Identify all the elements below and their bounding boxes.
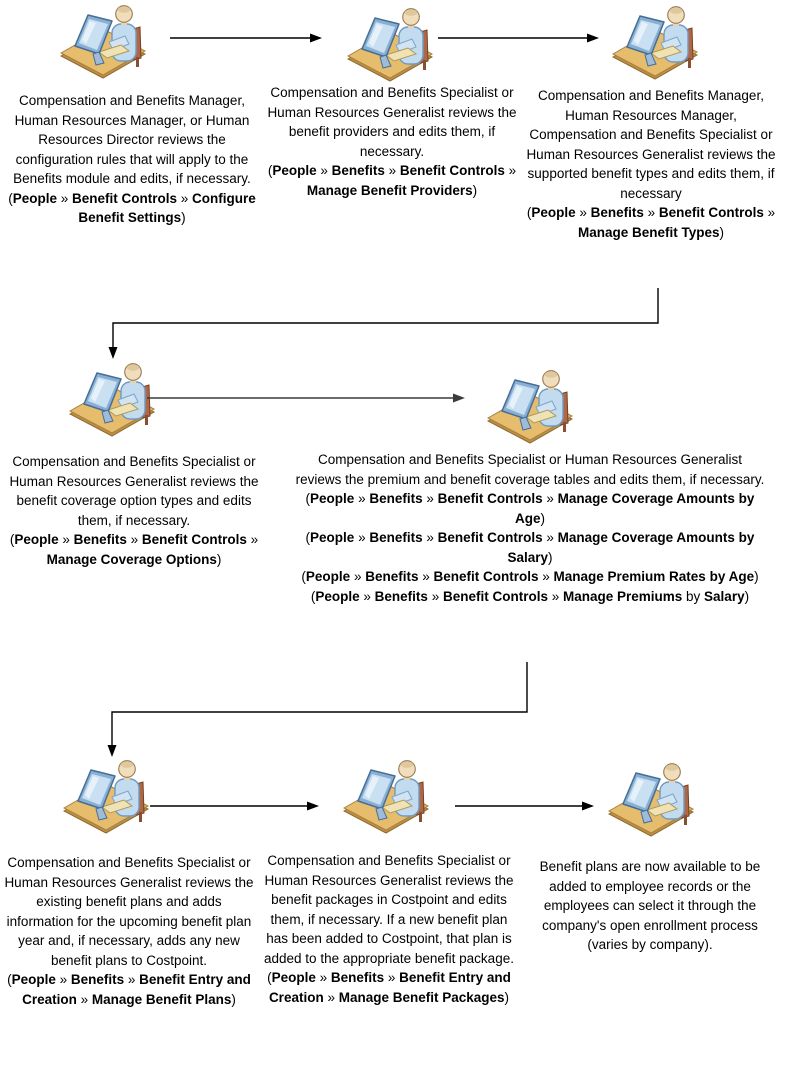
step-menu-path: (People » Benefits » Benefit Controls » … [301, 491, 759, 604]
step-description: Compensation and Benefits Specialist or … [267, 85, 517, 159]
step-description: Compensation and Benefits Specialist or … [4, 855, 254, 968]
arrow-step7-to-step8 [455, 801, 594, 811]
arrow-step4-to-step5 [147, 393, 465, 403]
person-at-computer-icon [64, 360, 160, 438]
person-at-computer-icon [482, 367, 578, 445]
step-menu-path: (People » Benefits » Benefit Entry and C… [7, 972, 251, 1007]
step-menu-path: (People » Benefit Controls » Configure B… [8, 190, 256, 226]
step-menu-path: (People » Benefits » Benefit Entry and C… [267, 970, 511, 1005]
step-description: Compensation and Benefits Specialist or … [295, 452, 765, 487]
flow-step-manage-benefit-providers: Compensation and Benefits Specialist or … [266, 83, 518, 200]
arrow-step6-to-step7 [150, 801, 319, 811]
arrow-step2-to-step3 [438, 33, 599, 43]
arrow-step5-to-step6 [107, 662, 528, 757]
step-description: Benefit plans are now available to be ad… [539, 859, 761, 952]
step-menu-path: (People » Benefits » Benefit Controls » … [9, 532, 259, 567]
flow-step-manage-benefit-plans: Compensation and Benefits Specialist or … [4, 853, 254, 1009]
flow-step-plans-available: Benefit plans are now available to be ad… [524, 857, 776, 955]
flow-step-configure-benefit-settings: Compensation and Benefits Manager, Human… [8, 91, 256, 228]
step-menu-path: (People » Benefits » Benefit Controls » … [267, 163, 517, 198]
step-description: Compensation and Benefits Specialist or … [9, 454, 259, 528]
person-at-computer-icon [603, 760, 699, 838]
step-description: Compensation and Benefits Manager, Human… [526, 88, 776, 201]
step-menu-path: (People » Benefits » Benefit Controls » … [526, 205, 776, 240]
person-at-computer-icon [342, 5, 438, 83]
arrow-step3-to-step4 [108, 288, 659, 359]
person-at-computer-icon [55, 2, 151, 80]
step-description: Compensation and Benefits Manager, Human… [13, 93, 251, 186]
flow-step-manage-benefit-types: Compensation and Benefits Manager, Human… [522, 86, 780, 242]
person-at-computer-icon [338, 757, 434, 835]
flow-step-premium-coverage-tables: Compensation and Benefits Specialist or … [294, 450, 766, 606]
person-at-computer-icon [607, 3, 703, 81]
flow-step-manage-coverage-options: Compensation and Benefits Specialist or … [2, 452, 266, 569]
step-description: Compensation and Benefits Specialist or … [264, 853, 514, 966]
flow-step-manage-benefit-packages: Compensation and Benefits Specialist or … [258, 851, 520, 1007]
person-at-computer-icon [58, 757, 154, 835]
arrow-step1-to-step2 [170, 33, 322, 43]
